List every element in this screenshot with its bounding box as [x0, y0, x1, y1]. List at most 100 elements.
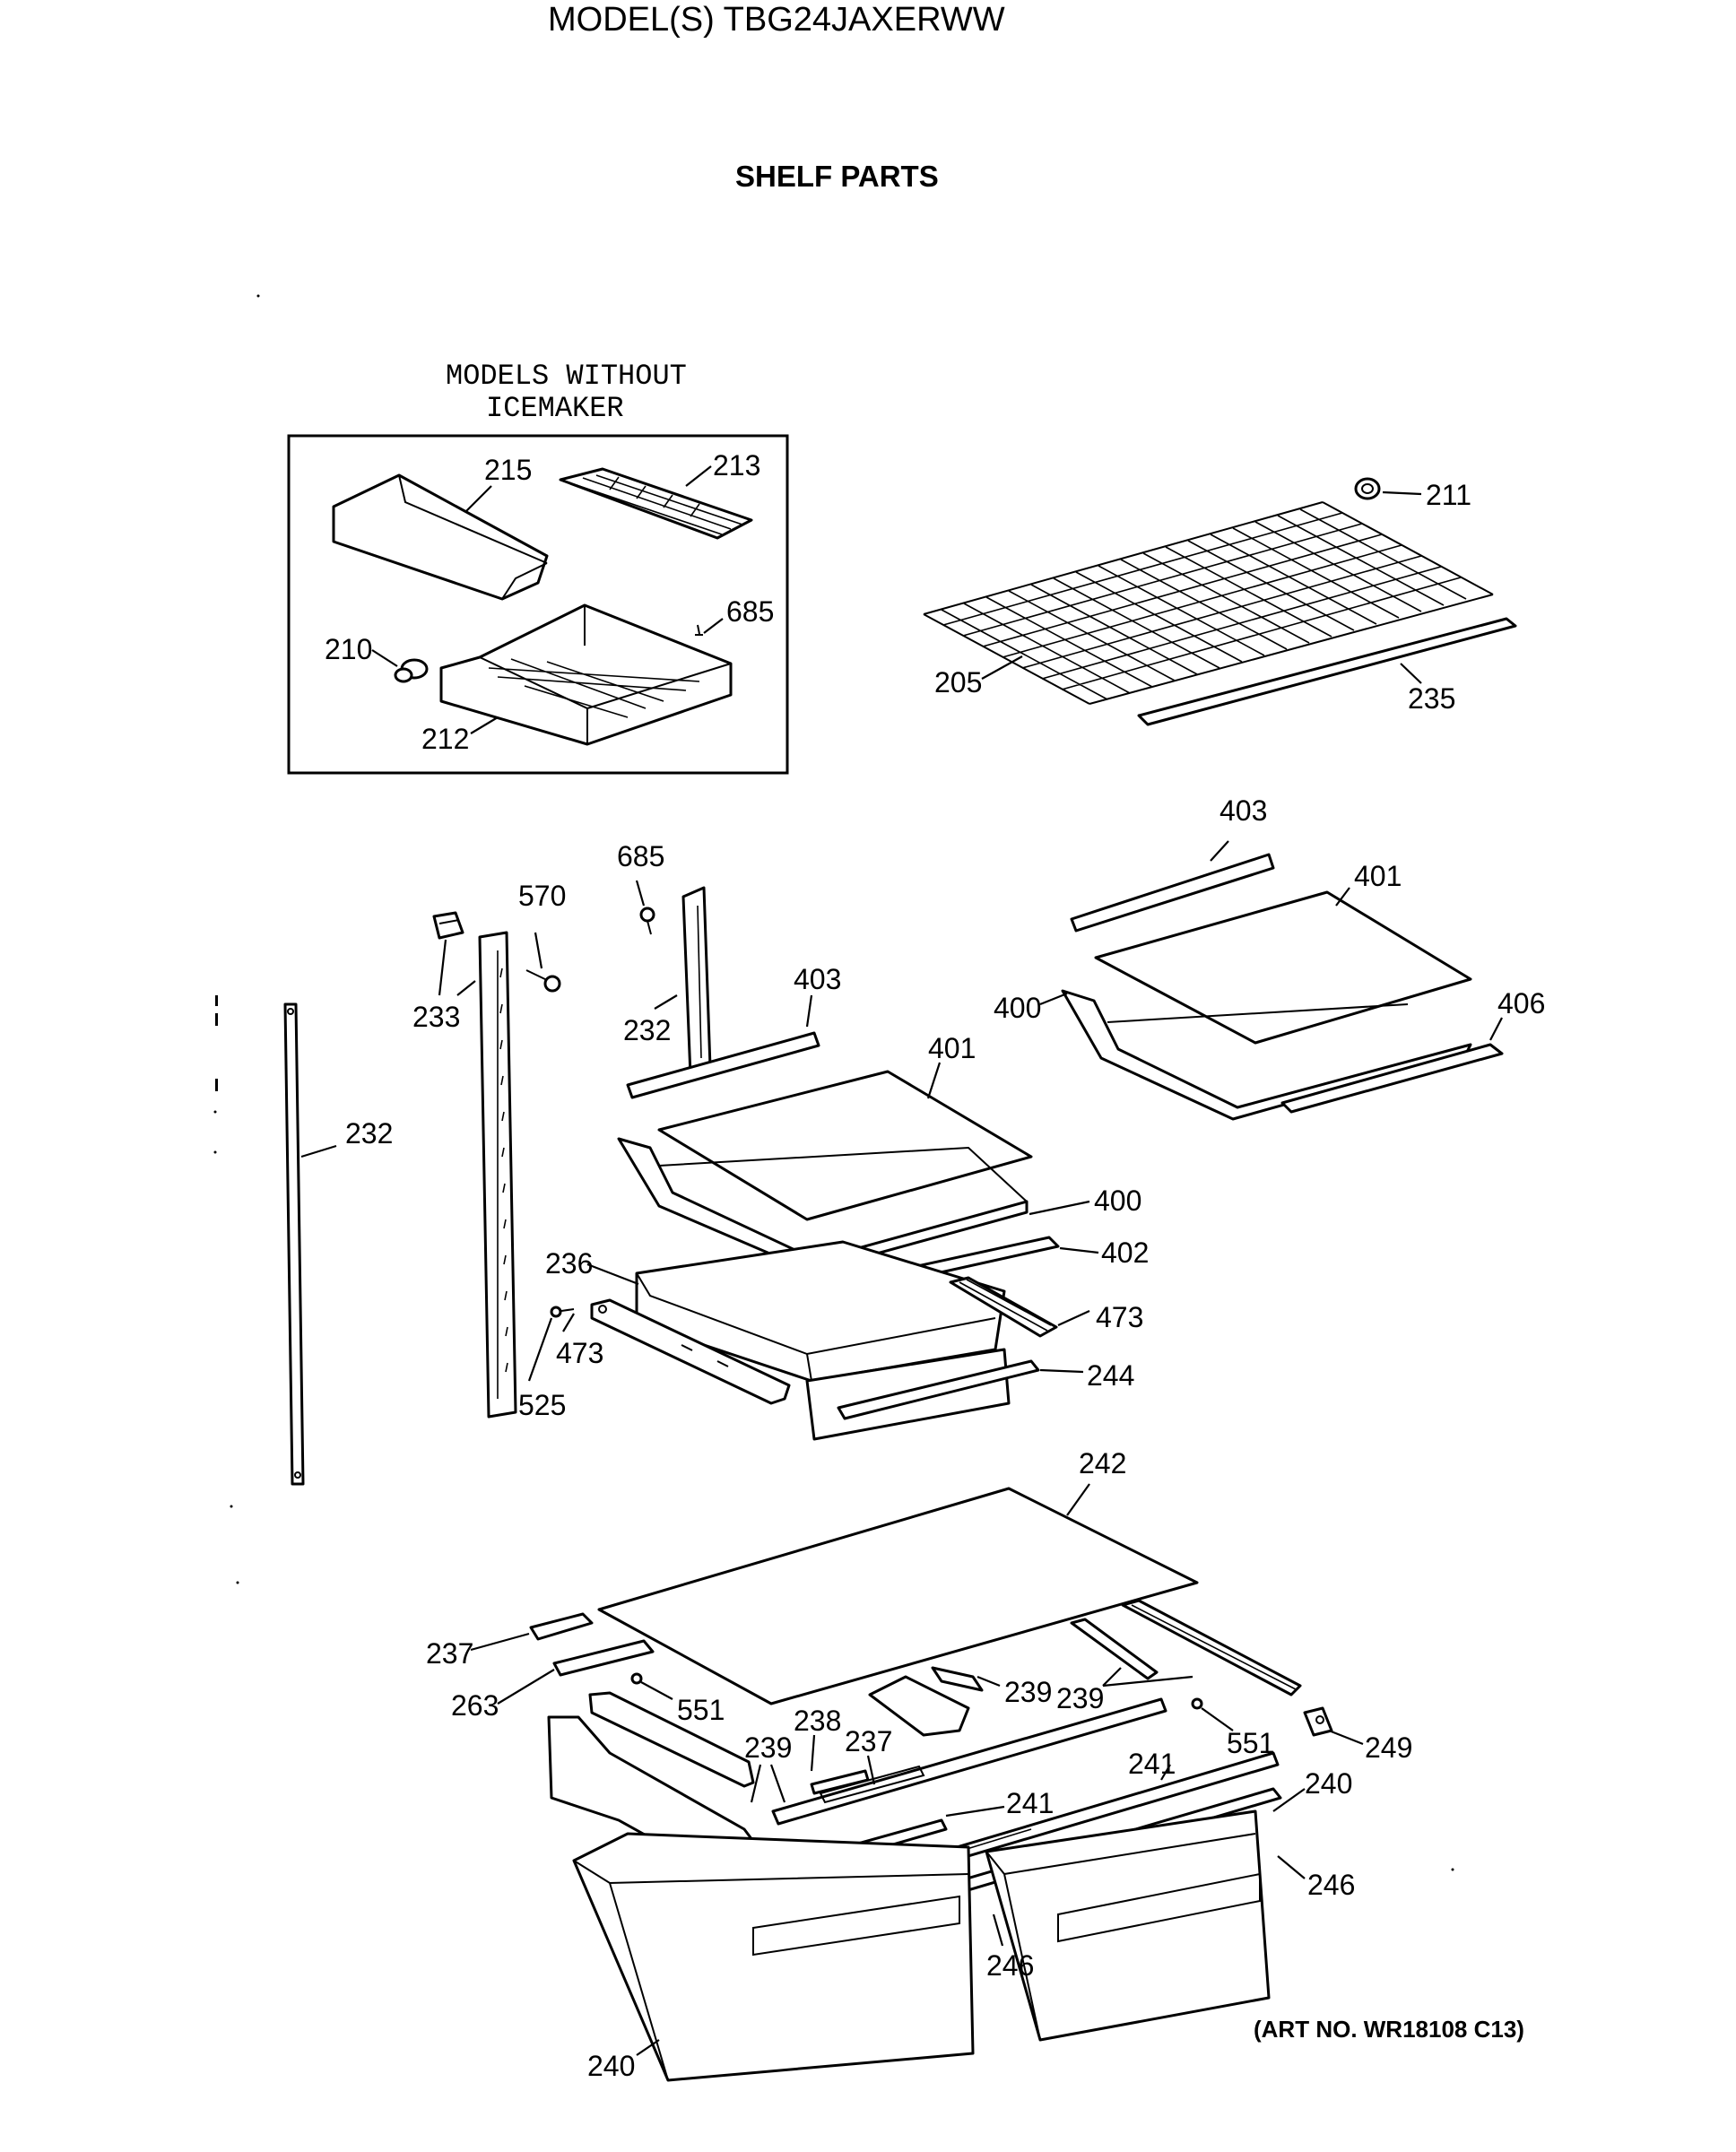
- leader-402: [1059, 1246, 1099, 1254]
- crisper-drawers-240-part: [572, 1809, 1271, 2082]
- leader-400-upper: [1039, 992, 1068, 1006]
- clip-249-part: [1303, 1706, 1333, 1737]
- spacer-211-part: [1354, 477, 1381, 500]
- callout-236: 236: [545, 1247, 593, 1280]
- leader-239-far: [1102, 1667, 1194, 1688]
- left-support-rails-part: [529, 1612, 760, 1867]
- screw-685-inset-part: [695, 624, 703, 636]
- leader-233: [438, 939, 476, 996]
- leader-400-center: [1029, 1200, 1090, 1216]
- leader-239-left: [750, 1764, 786, 1803]
- leader-242: [1066, 1483, 1090, 1516]
- clip-233-part: [432, 911, 464, 940]
- leader-232-left: [300, 1144, 337, 1158]
- rail-232-center-part: [681, 886, 712, 1078]
- leader-685: [635, 880, 646, 907]
- callout-210: 210: [325, 633, 372, 665]
- callout-263: 263: [451, 1689, 499, 1722]
- screw-525-part: [550, 1306, 575, 1318]
- callout-241-center: 241: [1006, 1787, 1054, 1819]
- leader-205: [981, 655, 1023, 680]
- cover-glass-242-part: [597, 1487, 1199, 1705]
- leader-406: [1489, 1017, 1503, 1041]
- leader-263: [497, 1669, 555, 1705]
- leader-246-right: [1277, 1855, 1306, 1879]
- leader-210: [371, 649, 398, 667]
- callout-685-inset: 685: [726, 595, 774, 628]
- screws-551-part: [630, 1672, 1203, 1710]
- section-title: SHELF PARTS: [735, 160, 939, 193]
- callout-246-right: 246: [1307, 1869, 1355, 1901]
- leader-238: [810, 1734, 816, 1772]
- leader-473-left: [562, 1313, 575, 1332]
- screw-685-part: [639, 907, 655, 935]
- callout-240-left: 240: [587, 2050, 635, 2082]
- ice-bucket-part: [332, 473, 549, 601]
- callout-232-center: 232: [623, 1014, 671, 1046]
- leader-239-right: [976, 1675, 1001, 1688]
- leader-249: [1328, 1729, 1364, 1746]
- leader-403-center: [805, 994, 813, 1028]
- rail-244-part: [837, 1359, 1040, 1420]
- inset-frame: [287, 434, 789, 775]
- callout-402: 402: [1101, 1237, 1149, 1269]
- leader-211: [1382, 490, 1422, 496]
- leader-240-left: [636, 2039, 660, 2056]
- callout-246-left: 246: [986, 1949, 1034, 1982]
- callout-239-left: 239: [744, 1731, 792, 1764]
- leader-685-inset: [703, 618, 724, 634]
- rail-232-left-part: [283, 1002, 305, 1486]
- leader-403-upper: [1210, 840, 1229, 862]
- side-rail-473-part: [590, 1298, 791, 1405]
- callout-labels: 215 213 685 210 212 211 205 235 403 401 …: [325, 449, 1545, 2082]
- plug-210-part: [394, 658, 429, 683]
- leader-551-right: [1201, 1707, 1234, 1731]
- callout-237-left: 237: [426, 1637, 473, 1670]
- callout-473-left: 473: [556, 1337, 603, 1369]
- leader-241-right: [1160, 1764, 1171, 1781]
- model-title: MODEL(S) TBG24JAXERWW: [548, 1, 1005, 39]
- callout-685: 685: [617, 840, 664, 872]
- callout-249: 249: [1365, 1731, 1412, 1764]
- callout-400-upper: 400: [994, 992, 1041, 1024]
- callout-525: 525: [518, 1389, 566, 1421]
- leader-236: [586, 1263, 639, 1286]
- callout-400-center: 400: [1094, 1184, 1141, 1217]
- rail-ladder-part: [478, 931, 517, 1419]
- leader-237-left: [470, 1632, 530, 1652]
- leader-235: [1400, 663, 1422, 684]
- callout-239-right: 239: [1004, 1676, 1052, 1708]
- leader-212: [470, 716, 499, 734]
- ice-tray-part: [559, 467, 753, 540]
- leader-246-left: [992, 1913, 1004, 1947]
- callout-406: 406: [1497, 987, 1545, 1020]
- callout-401-upper: 401: [1354, 860, 1402, 892]
- leader-213: [685, 465, 712, 487]
- leader-401-upper: [1335, 887, 1350, 907]
- callout-241-right: 241: [1128, 1748, 1176, 1780]
- leader-551-left: [640, 1681, 673, 1700]
- callout-240-right: 240: [1305, 1767, 1352, 1800]
- callout-403-upper: 403: [1220, 794, 1267, 827]
- callout-205: 205: [934, 666, 982, 699]
- wire-shelf-205-part: [923, 501, 1494, 705]
- shelf-upper-right-part: [1061, 853, 1504, 1121]
- leader-237-center: [866, 1755, 876, 1785]
- callout-551-left: 551: [677, 1694, 725, 1726]
- tray-support-212-part: [439, 603, 733, 746]
- callout-215: 215: [484, 454, 532, 486]
- callout-233: 233: [412, 1001, 460, 1033]
- callout-213: 213: [713, 449, 760, 482]
- callout-403-center: 403: [794, 963, 841, 995]
- callout-212: 212: [421, 723, 469, 755]
- leader-473-right: [1057, 1309, 1090, 1327]
- screw-570-part: [525, 969, 561, 993]
- callout-473-right: 473: [1096, 1301, 1143, 1333]
- leader-570: [534, 932, 543, 969]
- leader-401-center: [926, 1062, 942, 1099]
- callout-237-center: 237: [845, 1725, 892, 1757]
- trim-235-part: [1137, 617, 1517, 726]
- inset-caption-line1: MODELS WITHOUT: [446, 360, 687, 393]
- callout-211: 211: [1426, 479, 1471, 511]
